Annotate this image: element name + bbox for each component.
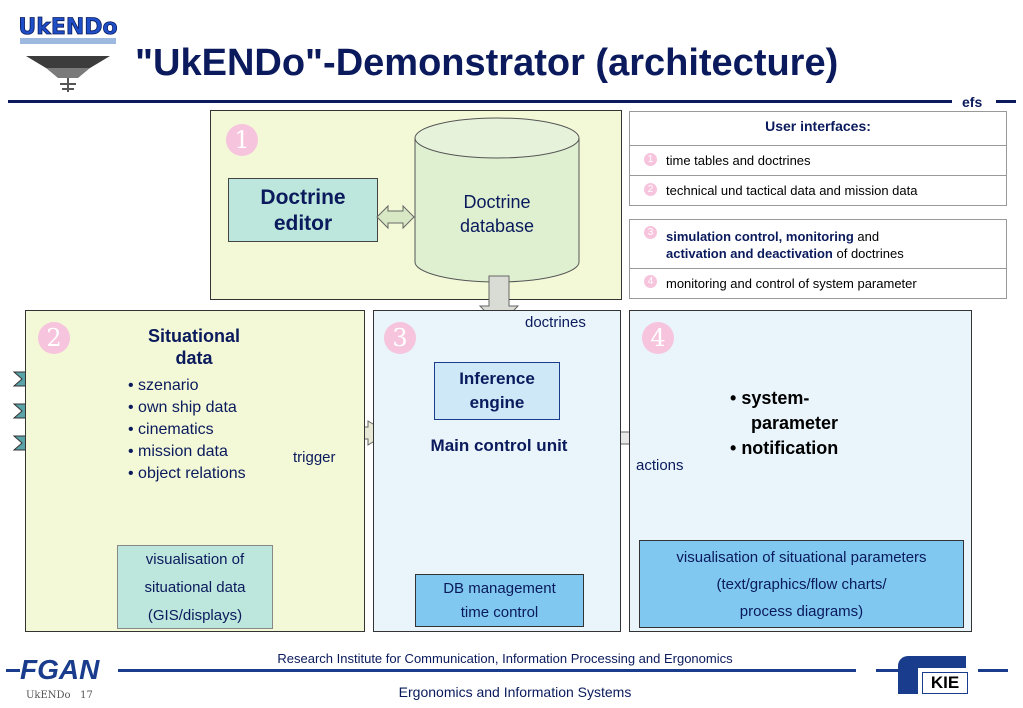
ui-item-number: 2 [644, 183, 657, 196]
editor-database-arrow [376, 204, 415, 230]
slide-ref-text: UkENDo [26, 690, 71, 701]
doctrine-editor-line2: editor [273, 212, 333, 235]
ui-item-text: and [853, 229, 880, 244]
user-interfaces-table-top: User interfaces: 1 time tables and doctr… [629, 111, 1007, 206]
slide-reference: UkENDo 17 [26, 690, 93, 701]
situational-heading-line2: data [175, 348, 213, 368]
inference-line2: engine [469, 393, 525, 412]
doctrine-database-label: Doctrine database [415, 190, 579, 238]
actions-label: actions [636, 457, 684, 474]
main-control-unit-label: Main control unit [430, 436, 568, 455]
list-item: • own ship data [128, 399, 237, 416]
list-item: • cinematics [128, 421, 214, 438]
ukendo-logo: UkENDo [18, 4, 118, 94]
ui-item-text: monitoring and control of system paramet… [666, 276, 917, 291]
kie-rule-right [978, 669, 1008, 672]
list-item: • system- [730, 388, 810, 408]
ui-item-number: 3 [644, 226, 657, 239]
ui-item-text: of doctrines [832, 246, 904, 261]
parameter-visualisation-box: visualisation of situational parameters … [639, 540, 964, 628]
list-item: • notification [730, 438, 839, 458]
system-parameter-list: • system- parameter • notification [730, 386, 838, 461]
doctrine-editor-box: Doctrine editor [228, 178, 378, 242]
header-divider [8, 100, 952, 103]
trigger-label: trigger [293, 449, 336, 466]
list-item-text: system- [741, 388, 810, 408]
panel-number-3: 3 [384, 322, 416, 354]
vis-line: situational data [144, 579, 246, 596]
footer-rule-left [6, 669, 20, 672]
logo-lettering: UkENDo [18, 15, 117, 40]
institute-name: Research Institute for Communication, In… [277, 651, 733, 666]
user-interfaces-heading-text: User interfaces [765, 118, 867, 134]
user-interfaces-table-bottom: 3 simulation control, monitoring and act… [629, 219, 1007, 299]
section-tag: efs [962, 94, 983, 110]
header-divider-tail [996, 100, 1016, 103]
inference-engine-box: Inference engine [434, 362, 560, 420]
list-item: • object relations [128, 465, 246, 482]
situational-visualisation-box: visualisation of situational data (GIS/d… [117, 545, 273, 629]
db-line2: time control [460, 604, 539, 621]
ui-item-bold: activation and deactivation [666, 246, 833, 261]
panel-number-2: 2 [38, 322, 70, 354]
situational-data-heading: Situational data [112, 325, 276, 369]
doctrine-database-line1: Doctrine [463, 192, 531, 212]
user-interface-item: 2 technical und tactical data and missio… [630, 175, 1006, 206]
list-item-continued: parameter [751, 413, 839, 433]
vis-line: visualisation of [145, 551, 245, 568]
ui-item-number: 1 [644, 153, 657, 166]
vis-line: visualisation of situational parameters [676, 549, 927, 566]
doctrine-database-line2: database [459, 216, 535, 236]
user-interface-item: 1 time tables and doctrines [630, 145, 1006, 176]
ui-item-text: time tables and doctrines [666, 153, 811, 168]
panel-number-1: 1 [226, 124, 258, 156]
ui-item-text: technical und tactical data and mission … [666, 183, 918, 198]
doctrine-editor-line1: Doctrine [260, 186, 346, 209]
page-title: "UkENDo"-Demonstrator (architecture) [135, 42, 839, 84]
list-item-text: notification [741, 438, 839, 458]
kie-logo-text: KIE [922, 672, 968, 694]
doctrines-label: doctrines [525, 314, 586, 331]
user-interface-item: 4 monitoring and control of system param… [630, 268, 1006, 299]
panel-number-4: 4 [642, 322, 674, 354]
user-interfaces-heading-colon: : [866, 118, 871, 134]
fgan-logo: FGAN [20, 654, 100, 685]
vis-line: process diagrams) [739, 603, 864, 620]
doctrine-database-cylinder [414, 117, 580, 283]
situational-data-list: • szenario • own ship data • cinematics … [128, 375, 246, 485]
vis-line: (GIS/displays) [147, 607, 243, 624]
situational-heading-line1: Situational [147, 326, 240, 346]
page-number: 17 [80, 690, 93, 701]
kie-logo-mark [898, 656, 918, 694]
user-interface-item: 3 simulation control, monitoring and act… [630, 220, 1006, 268]
department-name: Ergonomics and Information Systems [398, 684, 632, 700]
list-item: • mission data [128, 443, 228, 460]
footer-rule [118, 669, 856, 672]
db-management-box: DB management time control [415, 574, 584, 627]
kie-rule-left [876, 669, 910, 672]
db-line1: DB management [443, 580, 556, 597]
ui-item-bold: simulation control, monitoring [666, 229, 854, 244]
user-interfaces-heading: User interfaces: [630, 118, 1006, 134]
vis-line: (text/graphics/flow charts/ [716, 576, 887, 593]
kie-logo-bar [918, 656, 966, 668]
list-item: • szenario [128, 377, 199, 394]
inference-line1: Inference [459, 369, 535, 388]
ui-item-number: 4 [644, 275, 657, 288]
